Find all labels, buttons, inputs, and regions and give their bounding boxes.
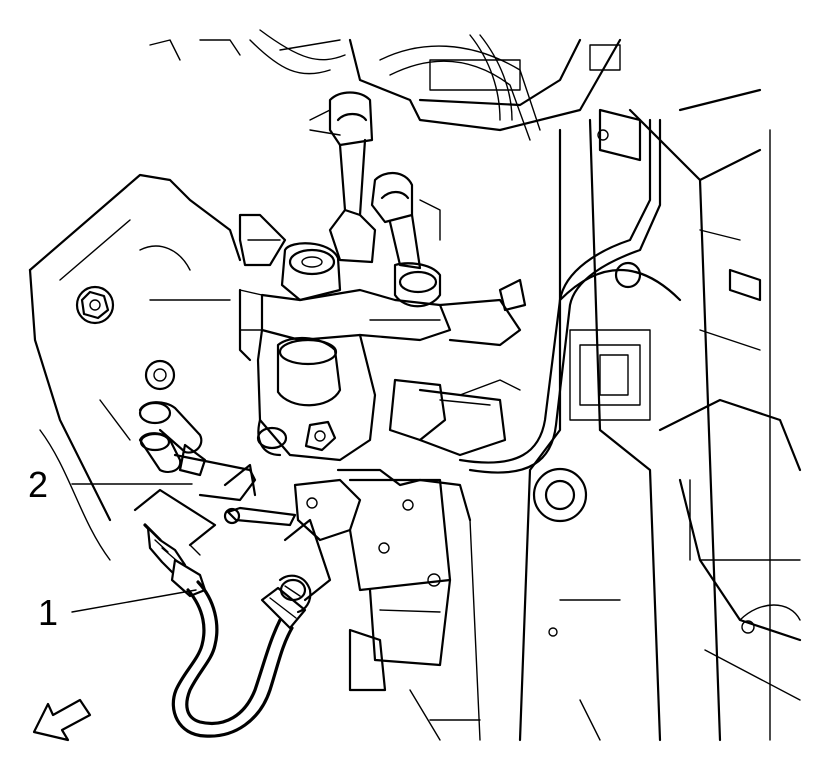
detail-brackets <box>133 463 332 602</box>
frame-rail <box>518 88 802 742</box>
front-direction-arrow-icon <box>32 698 92 742</box>
shifter-assembly <box>238 242 527 741</box>
callout-1-leader <box>71 589 197 613</box>
transmission-case <box>28 173 287 561</box>
callout-1-label: 1 <box>38 592 58 633</box>
sensor-cable-assembly <box>143 523 312 738</box>
callout-2: 2 <box>28 464 193 505</box>
callout-1: 1 <box>38 589 197 633</box>
upper-bracket <box>149 38 622 132</box>
shift-cables <box>309 91 442 308</box>
callout-2-label: 2 <box>28 464 48 505</box>
cooler-pipes <box>138 401 297 527</box>
hydraulic-lines <box>249 29 662 474</box>
